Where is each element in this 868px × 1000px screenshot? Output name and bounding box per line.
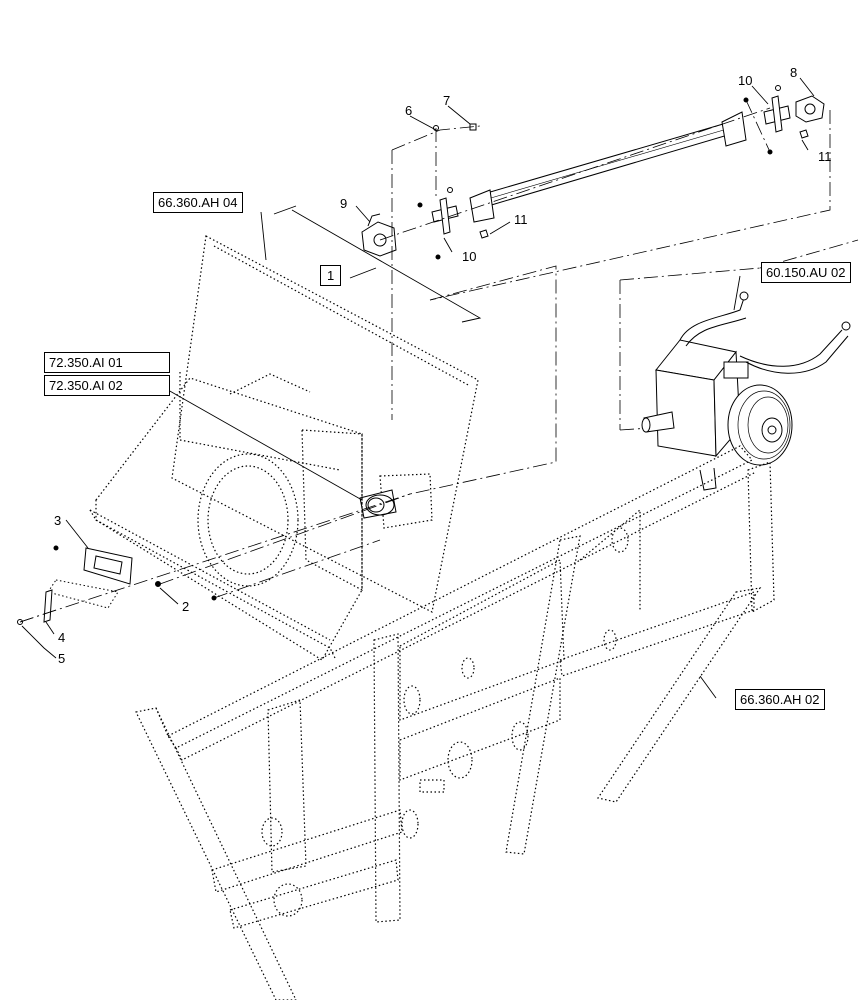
callout-8: 8: [790, 65, 798, 80]
bolt-part-11-left: [479, 229, 489, 239]
callout-3: 3: [54, 513, 62, 528]
callout-5: 5: [58, 651, 66, 666]
bolt-part-11-right: [799, 129, 809, 139]
callout-10-bottom: 10: [462, 249, 477, 264]
gearbox-assembly: [641, 291, 851, 491]
callout-11-top: 11: [818, 149, 832, 164]
callout-11-bottom: 11: [514, 212, 528, 227]
cross-part-10-right: [743, 85, 791, 155]
part-2: [155, 581, 161, 587]
shield-plate-part-3: [47, 547, 133, 609]
fan-housing: [89, 235, 479, 661]
ref-66-360-ah-02[interactable]: 66.360.AH 02: [735, 689, 825, 710]
bearing: [359, 489, 397, 519]
ref-66-360-ah-04[interactable]: 66.360.AH 04: [153, 192, 243, 213]
ref-72-350-ai-02[interactable]: 72.350.AI 02: [44, 375, 170, 396]
ref-72-350-ai-01[interactable]: 72.350.AI 01: [44, 352, 170, 373]
callout-6: 6: [405, 103, 413, 118]
cross-part-10-left: [417, 187, 459, 260]
part-4: [43, 589, 53, 623]
leader-lines: [21, 77, 815, 699]
ref-60-150-au-02[interactable]: 60.150.AU 02: [761, 262, 851, 283]
drive-shaft: [469, 111, 747, 223]
callout-10-top: 10: [738, 73, 753, 88]
callout-2: 2: [182, 599, 190, 614]
ref-part-1[interactable]: 1: [320, 265, 342, 286]
yoke-part-8: [795, 95, 825, 123]
callout-7: 7: [443, 93, 451, 108]
callout-9: 9: [340, 196, 348, 211]
callout-4: 4: [58, 630, 66, 645]
main-frame: [135, 445, 775, 1000]
yoke-part-9: [361, 213, 397, 257]
